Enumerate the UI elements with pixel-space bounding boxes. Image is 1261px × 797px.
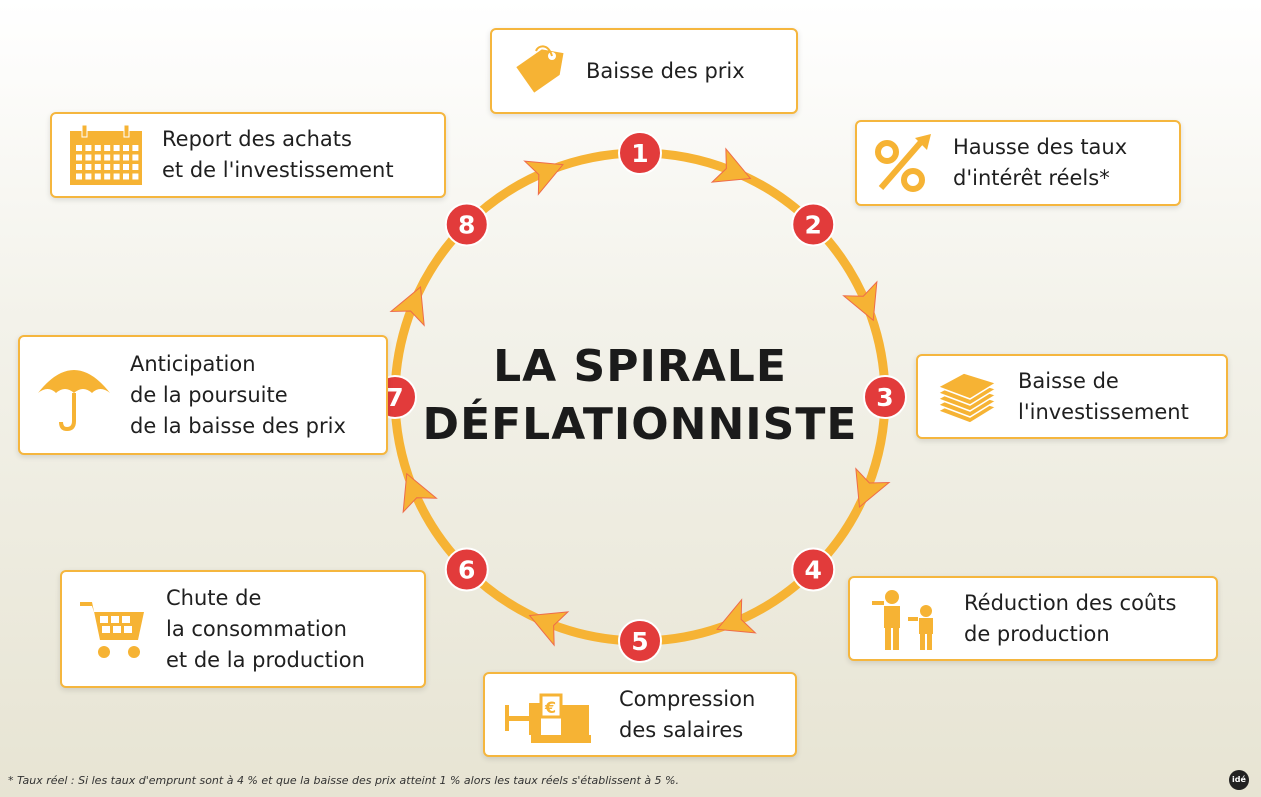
vise-euro-icon: € — [505, 693, 591, 743]
flow-arrow — [710, 147, 752, 183]
step-number: 7 — [386, 383, 403, 412]
flow-arrow — [389, 286, 425, 327]
step-number-badge — [618, 619, 662, 663]
umbrella-icon — [38, 370, 110, 432]
flow-arrow — [716, 598, 757, 634]
footnote: * Taux réel : Si les taux d'emprunt sont… — [8, 774, 679, 787]
title-line-2: DÉFLATIONNISTE — [422, 399, 858, 450]
step-number-badge — [863, 375, 907, 419]
flow-arrow — [523, 160, 564, 196]
step-number-badge — [791, 547, 836, 592]
publisher-logo: idé — [1229, 770, 1249, 790]
step-number: 3 — [876, 383, 893, 412]
flow-arrow — [528, 611, 570, 647]
step-number: 5 — [631, 627, 648, 656]
price-tag-icon — [516, 45, 564, 93]
page-title: LA SPIRALE DÉFLATIONNISTE — [420, 338, 860, 454]
percent-up-icon — [875, 134, 931, 192]
step-label: Baisse des prix — [586, 58, 745, 83]
flow-arrow — [855, 467, 891, 508]
step-number: 8 — [458, 210, 475, 239]
step-number-badge — [444, 547, 489, 592]
step-number: 2 — [805, 210, 822, 239]
step-box-1: Baisse des prix — [490, 28, 798, 114]
step-number-badge — [618, 131, 662, 175]
money-stack-icon — [936, 371, 998, 424]
title-line-1: LA SPIRALE — [493, 341, 787, 392]
svg-text:€: € — [544, 698, 556, 717]
calendar-icon — [70, 124, 142, 185]
workers-icon — [872, 589, 933, 650]
step-number: 6 — [458, 556, 475, 585]
flow-arrow — [842, 280, 878, 322]
step-number: 4 — [805, 556, 822, 585]
flow-arrow — [402, 472, 438, 514]
step-number-badge — [444, 202, 489, 247]
shopping-cart-icon — [80, 602, 144, 658]
step-number: 1 — [631, 139, 648, 168]
step-number-badge — [791, 202, 836, 247]
